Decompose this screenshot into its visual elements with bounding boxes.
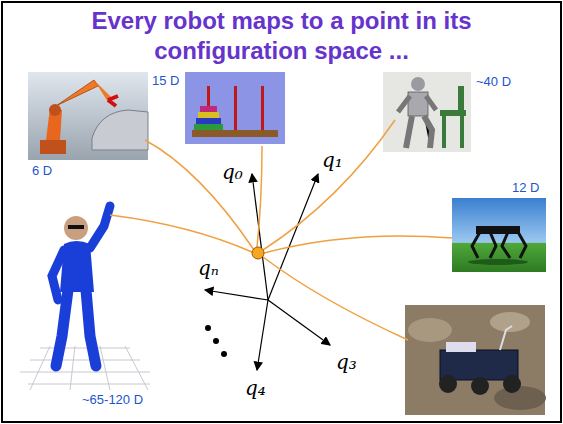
slide-title: Every robot maps to a point in its confi… <box>40 6 523 66</box>
tower-of-hanoi-picture <box>185 72 285 144</box>
quadruped-robot-picture <box>452 198 546 272</box>
axis-label: q₁ <box>322 148 343 172</box>
dimension-label: 12 D <box>510 180 541 195</box>
configuration-axes <box>205 174 330 370</box>
dimension-label: ~40 D <box>474 74 513 89</box>
axis-label: q₀ <box>222 160 243 184</box>
dimension-label: 6 D <box>30 163 54 178</box>
dimension-label: 15 D <box>150 73 181 88</box>
axis-label: qₙ <box>198 256 219 280</box>
axis-label: q₃ <box>336 350 357 374</box>
humanoid-robot-picture <box>383 72 471 152</box>
robot-arm-picture <box>28 72 148 160</box>
human-figure-picture <box>20 206 150 390</box>
ellipsis-dots <box>205 325 227 357</box>
rover-picture <box>405 305 546 415</box>
configuration-point <box>252 247 264 259</box>
mapping-curves <box>110 120 452 340</box>
dimension-label: ~65-120 D <box>80 392 145 407</box>
axis-label: q₄ <box>245 376 266 400</box>
